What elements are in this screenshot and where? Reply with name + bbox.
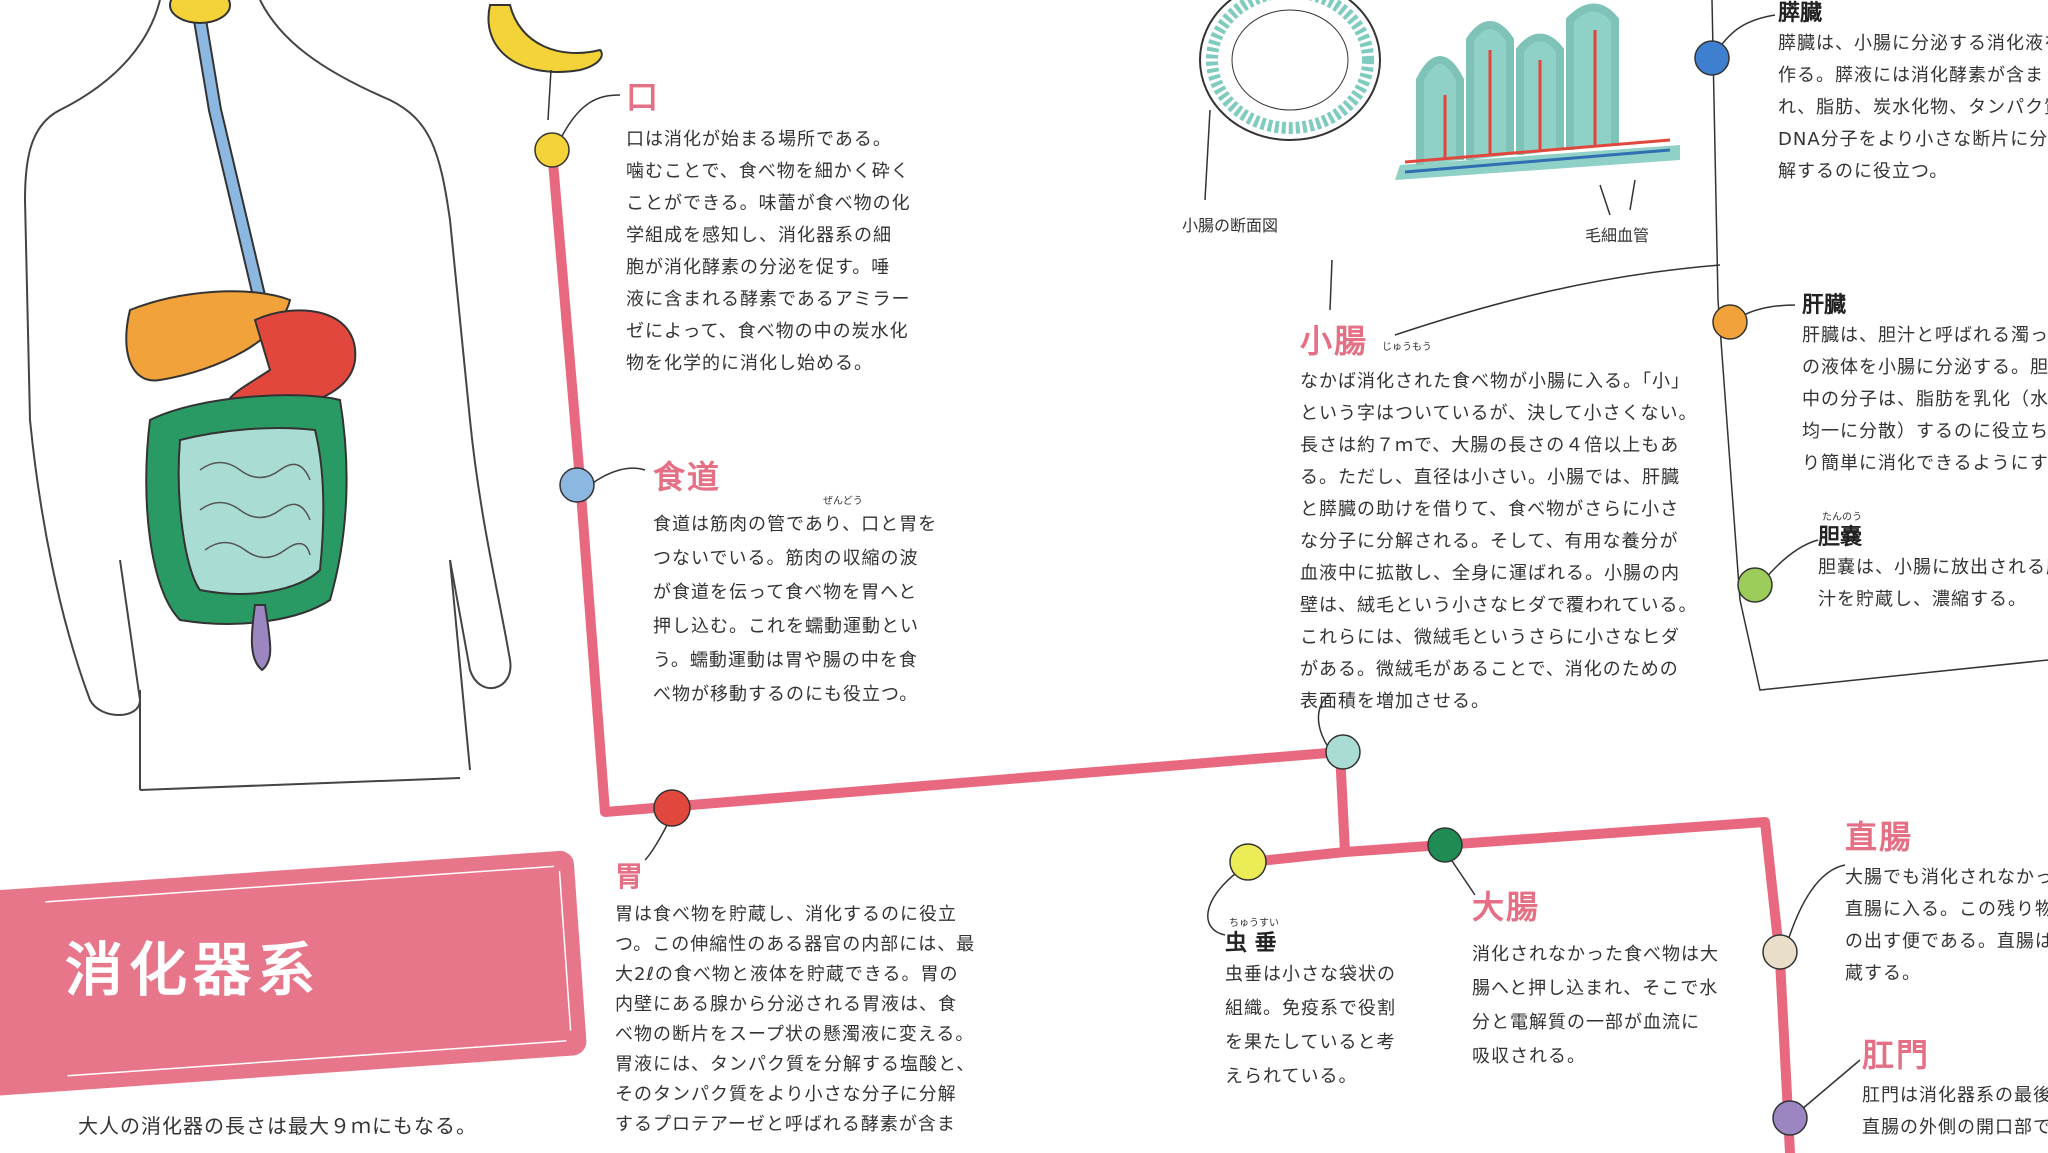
label-cross-section: 小腸の断面図 — [1182, 216, 1279, 235]
banana-icon — [487, 4, 603, 73]
stomach-dot — [653, 789, 691, 827]
title-block: 消化器系 — [65, 935, 321, 1005]
section-gallbladder: たんのう 胆嚢 胆嚢は、小腸に放出される胆 汁を貯蔵し、濃縮する。 — [1818, 512, 2048, 616]
ruby-esophagus: ぜんどう — [823, 496, 863, 507]
section-stomach: 胃 胃は食べ物を貯蔵し、消化するのに役立 つ。この伸縮性のある器官の内部には、最… — [615, 860, 975, 1140]
heading-esophagus: 食道 — [653, 458, 722, 496]
text-appendix: 虫垂は小さな袋状の 組織。免疫系で役割 を果たしていると考 えられている。 — [1225, 964, 1396, 1087]
mouth-dot — [534, 132, 570, 168]
title-banner — [0, 850, 587, 1097]
small-intestine-dot — [1325, 734, 1361, 770]
liver-dot — [1712, 304, 1748, 340]
heading-gallbladder: 胆嚢 — [1818, 525, 1863, 550]
heading-rectum: 直腸 — [1845, 818, 1914, 856]
text-large-intestine: 消化されなかった食べ物は大 腸へと押し込まれ、そこで水 分と電解質の一部が血流に… — [1472, 944, 1719, 1067]
appendix-dot — [1229, 843, 1267, 881]
ruby-appendix: ちゅうすい — [1229, 918, 1279, 929]
text-anus: 肛門は消化器系の最後の部分で、 直腸の外側の開口部である。 — [1862, 1085, 2048, 1138]
heading-pancreas: 膵臓 — [1778, 1, 1823, 26]
ruby-small-intestine: じゅうもう — [1382, 342, 1432, 353]
body-outline — [23, 0, 512, 791]
text-esophagus: 食道は筋肉の管であり、口と胃を つないでいる。筋肉の収縮の波 が食道を伝って食べ… — [653, 514, 938, 705]
section-rectum: 直腸 大腸でも消化されなかった物は 直腸に入る。この残り物が人間 の出す便である… — [1845, 818, 2048, 990]
section-liver: 肝臓 肝臓は、胆汁と呼ばれる濁った緑色 の液体を小腸に分泌する。胆汁の 中の分子… — [1802, 292, 2048, 480]
esophagus-dot — [559, 467, 595, 503]
anus-dot — [1772, 1100, 1808, 1136]
text-pancreas: 膵臓は、小腸に分泌する消化液を 作る。膵液には消化酵素が含ま れ、脂肪、炭水化物… — [1778, 33, 2048, 182]
text-mouth: 口は消化が始まる場所である。 噛むことで、食べ物を細かく砕く ことができる。味蕾… — [626, 129, 911, 374]
heading-stomach: 胃 — [615, 860, 646, 893]
text-rectum: 大腸でも消化されなかった物は 直腸に入る。この残り物が人間 の出す便である。直腸… — [1845, 867, 2048, 984]
text-gallbladder: 胆嚢は、小腸に放出される胆 汁を貯蔵し、濃縮する。 — [1818, 557, 2048, 610]
section-large-intestine: 大腸 消化されなかった食べ物は大 腸へと押し込まれ、そこで水 分と電解質の一部が… — [1472, 888, 1719, 1074]
section-pancreas: 膵臓 膵臓は、小腸に分泌する消化液を 作る。膵液には消化酵素が含ま れ、脂肪、炭… — [1778, 0, 2048, 188]
heading-anus: 肛門 — [1862, 1036, 1931, 1074]
label-capillaries: 毛細血管 — [1585, 226, 1650, 245]
digestive-path — [547, 145, 1795, 1153]
heading-small-intestine: 小腸 — [1300, 322, 1369, 360]
text-liver: 肝臓は、胆汁と呼ばれる濁った緑色 の液体を小腸に分泌する。胆汁の 中の分子は、脂… — [1802, 325, 2048, 474]
section-esophagus: 食道 ぜんどう 食道は筋肉の管であり、口と胃を つないでいる。筋肉の収縮の波 が… — [653, 458, 937, 712]
gallbladder-dot — [1737, 567, 1773, 603]
pancreas-dot — [1694, 40, 1730, 76]
rectum-dot — [1762, 934, 1798, 970]
page-title: 消化器系 — [65, 936, 322, 1004]
section-anus: 肛門 肛門は消化器系の最後の部分で、 直腸の外側の開口部である。 — [1862, 1036, 2048, 1144]
heading-large-intestine: 大腸 — [1472, 888, 1541, 926]
large-intestine-dot — [1427, 827, 1463, 863]
text-small-intestine: なかば消化された食べ物が小腸に入る。「小」 という字はついているが、決して小さく… — [1300, 371, 1698, 712]
section-mouth: 口 口は消化が始まる場所である。 噛むことで、食べ物を細かく砕く ことができる。… — [626, 78, 911, 380]
text-stomach: 胃は食べ物を貯蔵し、消化するのに役立 つ。この伸縮性のある器官の内部には、最 大… — [615, 904, 976, 1135]
ruby-gallbladder: たんのう — [1822, 512, 1862, 523]
section-small-intestine: 小腸 じゅうもう なかば消化された食べ物が小腸に入る。「小」 という字はついてい… — [1300, 322, 1698, 718]
heading-mouth: 口 — [626, 78, 661, 116]
villi-diagram — [1395, 3, 1680, 216]
heading-appendix: 虫 垂 — [1225, 931, 1277, 956]
heading-liver: 肝臓 — [1802, 293, 1847, 318]
cross-section-diagram — [1199, 0, 1381, 201]
intro-text: 大人の消化器の長さは最大９ｍにもなる。 — [78, 1114, 477, 1138]
section-appendix: ちゅうすい 虫 垂 虫垂は小さな袋状の 組織。免疫系で役割 を果たしていると考 … — [1225, 918, 1396, 1094]
